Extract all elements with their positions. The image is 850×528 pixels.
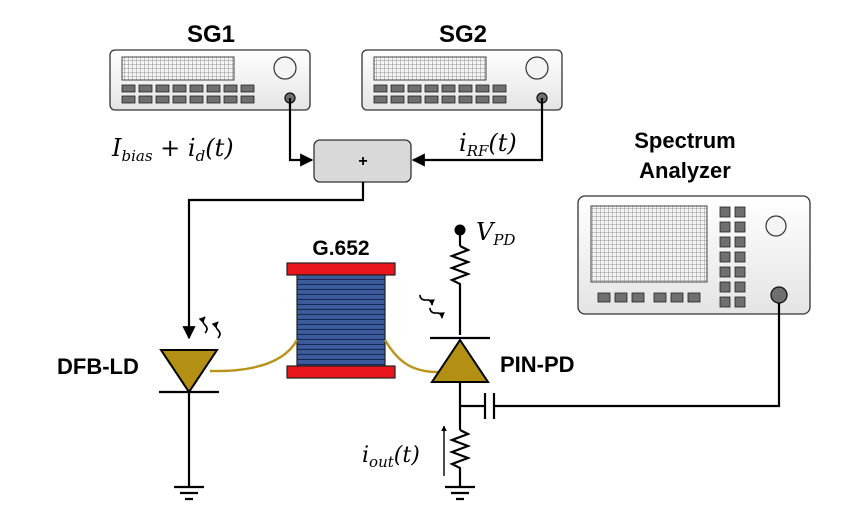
signal-adder: + bbox=[313, 139, 412, 183]
capacitor-to-analyzer-wire bbox=[494, 303, 781, 408]
sg1-buttons bbox=[121, 84, 255, 104]
laser-label: DFB-LD bbox=[57, 354, 139, 379]
sg2-label: SG2 bbox=[439, 21, 487, 48]
photodiode-icon bbox=[419, 294, 490, 430]
vpd-terminal bbox=[454, 224, 466, 246]
ground-icon bbox=[174, 485, 204, 501]
resistor-icon bbox=[448, 429, 472, 487]
spectrum-side-keypad bbox=[719, 206, 746, 308]
vpd-label: VPD bbox=[476, 218, 515, 249]
sg1-display bbox=[121, 56, 235, 81]
spectrum-bottom-buttons bbox=[597, 292, 701, 303]
signal-generator-1: SG1 bbox=[109, 21, 311, 111]
bias-current-label: Ibias + id(t) bbox=[111, 134, 234, 165]
fiber-spool-icon bbox=[286, 262, 396, 379]
signal-generator-2: SG2 bbox=[361, 21, 563, 111]
sg2-to-adder-wire bbox=[411, 98, 544, 167]
photodiode-label: PIN-PD bbox=[500, 352, 575, 377]
spectrum-analyzer: Spectrum Analyzer bbox=[577, 128, 811, 315]
fiber-link-laser-side bbox=[209, 339, 299, 373]
spectrum-label-line2: Analyzer bbox=[639, 158, 731, 183]
resistor-icon bbox=[448, 245, 472, 335]
sg2-knob bbox=[525, 56, 549, 80]
sg2-display bbox=[373, 56, 487, 81]
spectrum-knob bbox=[765, 215, 787, 237]
spectrum-input-port bbox=[770, 286, 788, 304]
fiber-link-pd-side bbox=[383, 339, 439, 374]
adder-symbol: + bbox=[358, 153, 367, 170]
sg1-to-adder-wire bbox=[288, 98, 314, 167]
laser-diode-icon bbox=[159, 316, 221, 487]
capacitor-icon bbox=[483, 393, 496, 419]
spectrum-display bbox=[590, 205, 708, 283]
sg1-knob bbox=[273, 56, 297, 80]
fiber-label: G.652 bbox=[312, 237, 369, 260]
sg1-label: SG1 bbox=[187, 21, 235, 48]
spectrum-label-line1: Spectrum bbox=[634, 128, 735, 153]
adder-to-laser-wire bbox=[182, 182, 365, 340]
rf-current-label: iRF(t) bbox=[459, 129, 517, 160]
sg2-buttons bbox=[373, 84, 507, 104]
output-current-label: iout(t) bbox=[362, 443, 420, 471]
ground-icon bbox=[445, 485, 475, 501]
